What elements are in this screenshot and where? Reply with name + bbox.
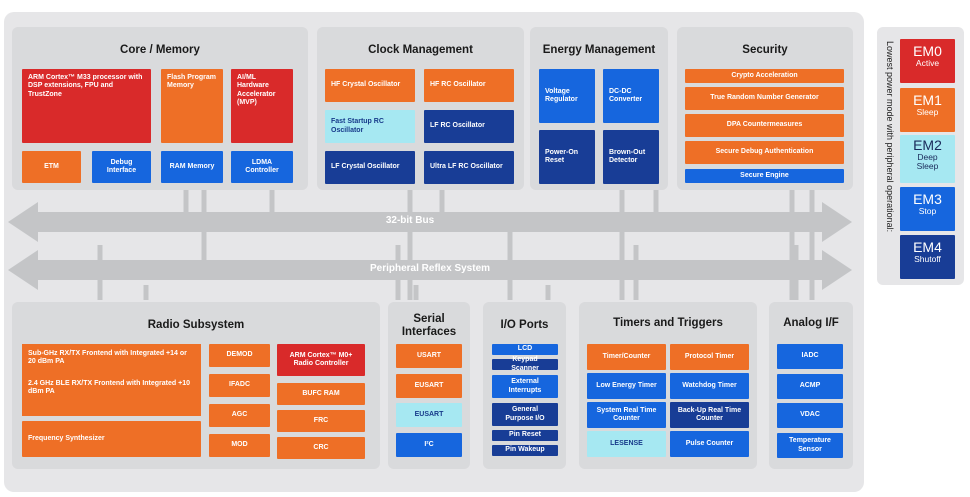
em4-state: Shutoff [914, 254, 941, 264]
pin-wakeup-block: Pin Wakeup [492, 445, 558, 456]
core-memory-panel: Core / Memory ARM Cortex™ M33 processor … [12, 27, 308, 190]
em1-state: Sleep [916, 107, 939, 117]
em2-swatch: EM2 Deep Sleep [900, 135, 955, 183]
ldma-controller-block: LDMA Controller [231, 151, 293, 183]
timers-triggers-panel: Timers and Triggers Timer/Counter Protoc… [579, 302, 757, 469]
secure-engine-block: Secure Engine [685, 169, 844, 183]
mod-block: MOD [209, 434, 270, 457]
hf-crystal-osc-block: HF Crystal Oscillator [325, 69, 415, 102]
crc-block: CRC [277, 437, 365, 459]
analog-if-title: Analog I/F [783, 317, 839, 329]
external-interrupts-block: External Interrupts [492, 375, 558, 398]
energy-management-title: Energy Management [542, 44, 656, 56]
acmp-block: ACMP [777, 374, 843, 399]
em4-name: EM4 [913, 239, 942, 255]
clock-management-title: Clock Management [368, 44, 473, 56]
em4-swatch: EM4 Shutoff [900, 235, 955, 279]
em1-name: EM1 [913, 92, 942, 108]
agc-block: AGC [209, 404, 270, 427]
em2-state: Deep Sleep [916, 152, 939, 172]
vdac-block: VDAC [777, 403, 843, 428]
demod-block: DEMOD [209, 344, 270, 367]
bus-32bit-label: 32-bit Bus [385, 215, 435, 226]
security-panel: Security Crypto Acceleration True Random… [677, 27, 853, 190]
legend-caption: Lowest power mode with peripheral operat… [885, 41, 895, 233]
crypto-acceleration-block: Crypto Acceleration [685, 69, 844, 83]
timers-triggers-title: Timers and Triggers [613, 317, 723, 329]
cortex-m33-block: ARM Cortex™ M33 processor with DSP exten… [22, 69, 151, 143]
clock-management-panel: Clock Management HF Crystal Oscillator H… [317, 27, 524, 190]
watchdog-timer-block: Watchdog Timer [670, 373, 749, 399]
em0-state: Active [915, 58, 940, 68]
em2-name: EM2 [913, 137, 942, 153]
energy-mode-legend: Lowest power mode with peripheral operat… [877, 27, 964, 285]
bus-32bit-arrow [8, 202, 852, 242]
protocol-timer-block: Protocol Timer [670, 344, 749, 370]
bus-reflex-arrow [8, 250, 852, 290]
em1-swatch: EM1 Sleep [900, 88, 955, 132]
ble-frontend-text: 2.4 GHz BLE RX/TX Frontend with Integrat… [22, 378, 201, 398]
radio-subsystem-panel: Radio Subsystem Sub-GHz RX/TX Frontend w… [12, 302, 380, 469]
em0-name: EM0 [913, 43, 942, 59]
eusart-block-1: EUSART [396, 374, 462, 398]
power-on-reset-block: Power-On Reset [539, 130, 595, 184]
iadc-block: IADC [777, 344, 843, 369]
core-memory-title: Core / Memory [120, 44, 200, 56]
low-energy-timer-block: Low Energy Timer [587, 373, 666, 399]
em3-name: EM3 [913, 191, 942, 207]
timer-counter-block: Timer/Counter [587, 344, 666, 370]
mvp-accelerator-block: AI/ML Hardware Accelerator (MVP) [231, 69, 293, 143]
subghz-frontend-text: Sub-GHz RX/TX Frontend with Integrated +… [22, 348, 201, 368]
flash-memory-block: Flash Program Memory [161, 69, 223, 143]
lf-rc-osc-block: LF RC Oscillator [424, 110, 514, 143]
io-ports-panel: I/O Ports LCD Keypad Scanner External In… [483, 302, 566, 469]
backup-rtc-block: Back-Up Real Time Counter [670, 402, 749, 428]
secure-debug-auth-block: Secure Debug Authentication [685, 141, 844, 164]
security-title: Security [742, 44, 788, 56]
eusart-block-2: EUSART [396, 403, 462, 427]
serial-interfaces-title: Serial Interfaces [401, 313, 457, 339]
temperature-sensor-block: Temperature Sensor [777, 433, 843, 458]
frequency-synthesizer-block: Frequency Synthesizer [22, 421, 201, 457]
gpio-block: General Purpose I/O [492, 403, 558, 426]
usart-block: USART [396, 344, 462, 368]
energy-management-panel: Energy Management Voltage Regulator DC-D… [530, 27, 668, 190]
radio-subsystem-title: Radio Subsystem [147, 319, 245, 331]
bufc-ram-block: BUFC RAM [277, 383, 365, 405]
lcd-block: LCD [492, 344, 558, 355]
i2c-block: I²C [396, 433, 462, 457]
frc-block: FRC [277, 410, 365, 432]
dcdc-converter-block: DC-DC Converter [603, 69, 659, 123]
hf-rc-osc-block: HF RC Oscillator [424, 69, 514, 102]
etm-block: ETM [22, 151, 81, 183]
lf-crystal-osc-block: LF Crystal Oscillator [325, 151, 415, 184]
pulse-counter-block: Pulse Counter [670, 431, 749, 457]
debug-interface-block: Debug Interface [92, 151, 151, 183]
radio-controller-block: ARM Cortex™ M0+ Radio Controller [277, 344, 365, 376]
serial-interfaces-panel: Serial Interfaces USART EUSART EUSART I²… [388, 302, 470, 469]
trng-block: True Random Number Generator [685, 87, 844, 110]
system-rtc-block: System Real Time Counter [587, 402, 666, 428]
em0-swatch: EM0 Active [900, 39, 955, 83]
bus-reflex-label: Peripheral Reflex System [369, 263, 491, 274]
ram-memory-block: RAM Memory [161, 151, 223, 183]
lesense-block: LESENSE [587, 431, 666, 457]
fast-startup-rc-osc-block: Fast Startup RC Oscillator [325, 110, 415, 143]
io-ports-title: I/O Ports [500, 319, 549, 331]
brown-out-detector-block: Brown-Out Detector [603, 130, 659, 184]
dpa-countermeasures-block: DPA Countermeasures [685, 114, 844, 137]
ultra-lf-rc-osc-block: Ultra LF RC Oscillator [424, 151, 514, 184]
voltage-regulator-block: Voltage Regulator [539, 69, 595, 123]
analog-if-panel: Analog I/F IADC ACMP VDAC Temperature Se… [769, 302, 853, 469]
radio-frontends-block: Sub-GHz RX/TX Frontend with Integrated +… [22, 344, 201, 416]
ifadc-block: IFADC [209, 374, 270, 397]
em3-state: Stop [918, 206, 937, 216]
pin-reset-block: Pin Reset [492, 430, 558, 441]
em3-swatch: EM3 Stop [900, 187, 955, 231]
keypad-scanner-block: Keypad Scanner [492, 356, 558, 372]
